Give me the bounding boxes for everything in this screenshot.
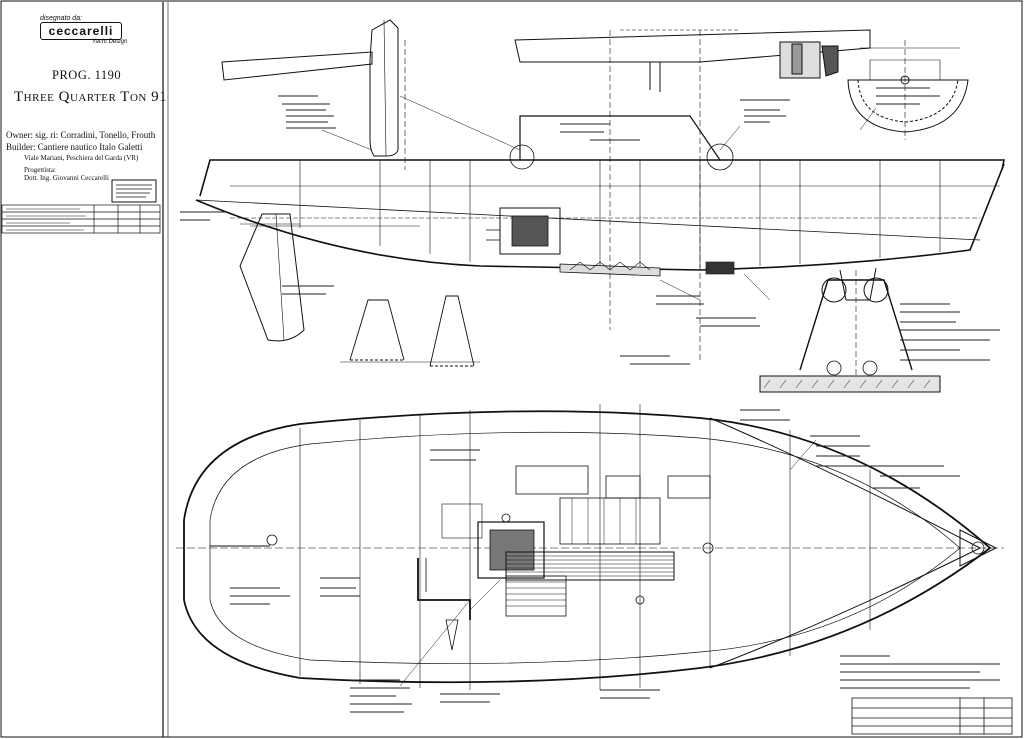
annotation-notes (180, 87, 1000, 713)
designer-tagline: Yacht Design (92, 39, 128, 45)
deck-top-detail (514, 29, 960, 92)
owner-label: Owner: (6, 130, 33, 140)
approval-stamp (111, 179, 157, 203)
builder-line: Builder: Cantiere nautico Italo Galetti (6, 142, 142, 153)
hull-side-profile (195, 30, 1005, 360)
designer-prefix: disegnato da: (40, 15, 83, 22)
project-number: PROG. 1190 (52, 68, 122, 82)
builder-label: Builder: (6, 142, 36, 152)
revision-table (1, 204, 161, 234)
rudder-blade (239, 213, 420, 342)
designer-label: Progettista: (24, 166, 56, 174)
boat-name: Three Quarter Ton 91 (14, 89, 168, 105)
keel-section (759, 270, 941, 393)
bow-section-detail (847, 40, 969, 140)
builder-address: Viale Mariani, Peschiera del Garda (VR) (24, 154, 139, 162)
section-cuts (340, 295, 480, 367)
designer-logo: ceccarelli (40, 22, 122, 40)
hull-plan-view (176, 404, 1004, 690)
leader-lines (240, 95, 877, 687)
bottom-title-block (851, 697, 1013, 735)
builder-value: Cantiere nautico Italo Galetti (37, 142, 143, 152)
owner-line: Owner: sig. ri: Corradini, Tonello, Frou… (6, 130, 155, 141)
designer-value: Dott. Ing. Giovanni Ceccarelli (24, 174, 109, 182)
rudder-profile (221, 19, 406, 170)
owner-value: sig. ri: Corradini, Tonello, Frouth (35, 130, 156, 140)
